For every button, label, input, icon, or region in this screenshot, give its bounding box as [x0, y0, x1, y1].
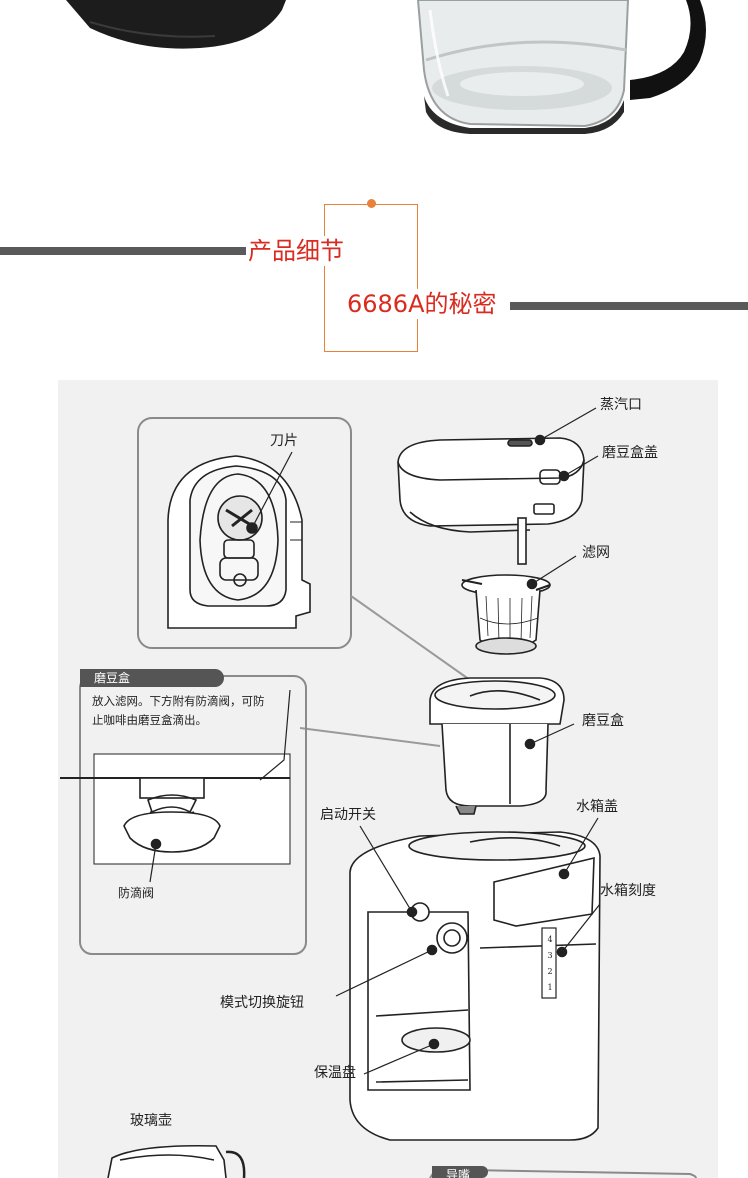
header-dot	[367, 199, 376, 208]
glass-carafe-photo	[416, 0, 706, 134]
water-scale: 4 3 2 1	[545, 932, 555, 996]
scale-mark: 3	[547, 951, 553, 960]
callout-desc-line: 放入滤网。下方附有防滴阀，可防	[92, 694, 265, 708]
section-subtitle: 6686A的秘密	[347, 289, 497, 319]
main-body-drawing	[349, 831, 601, 1141]
label-steam-outlet: 蒸汽口	[600, 397, 642, 413]
label-blade: 刀片	[270, 433, 298, 449]
label-warming-plate: 保温盘	[314, 1065, 356, 1081]
label-glass-pot: 玻璃壶	[130, 1113, 172, 1129]
label-anti-drip-valve: 防滴阀	[118, 886, 155, 900]
callout-desc-line: 止咖啡由磨豆盒滴出。	[92, 713, 207, 727]
header-bar-right	[510, 302, 748, 310]
label-mode-knob: 模式切换旋钮	[220, 995, 304, 1011]
scale-mark: 1	[547, 983, 553, 992]
callout-desc: 放入滤网。下方附有防滴阀，可防 止咖啡由磨豆盒滴出。	[92, 692, 302, 730]
label-grinder-box: 磨豆盒	[582, 713, 624, 729]
callout-tab-grinder: 磨豆盒	[80, 669, 224, 687]
scale-mark: 2	[547, 967, 553, 976]
label-filter: 滤网	[582, 545, 610, 561]
blade-inset-box	[137, 417, 352, 649]
grinder-lid-drawing	[397, 434, 585, 565]
label-water-scale: 水箱刻度	[600, 883, 656, 899]
grinder-box-drawing	[429, 677, 565, 815]
label-grinder-lid: 磨豆盒盖	[602, 445, 658, 461]
blade-inset-drawing	[167, 451, 311, 629]
section-title: 产品细节	[248, 236, 346, 266]
filter-drawing	[461, 574, 551, 655]
anti-drip-drawing	[60, 689, 291, 865]
top-photos	[66, 0, 706, 134]
header-bar-left	[0, 247, 246, 255]
scale-mark: 4	[547, 935, 553, 944]
label-start-switch: 启动开关	[320, 807, 376, 823]
glass-pot-drawing	[107, 1144, 246, 1178]
label-tank-lid: 水箱盖	[576, 799, 618, 815]
black-carafe-photo	[66, 0, 286, 49]
callout-tab-spout: 导嘴	[432, 1166, 488, 1178]
